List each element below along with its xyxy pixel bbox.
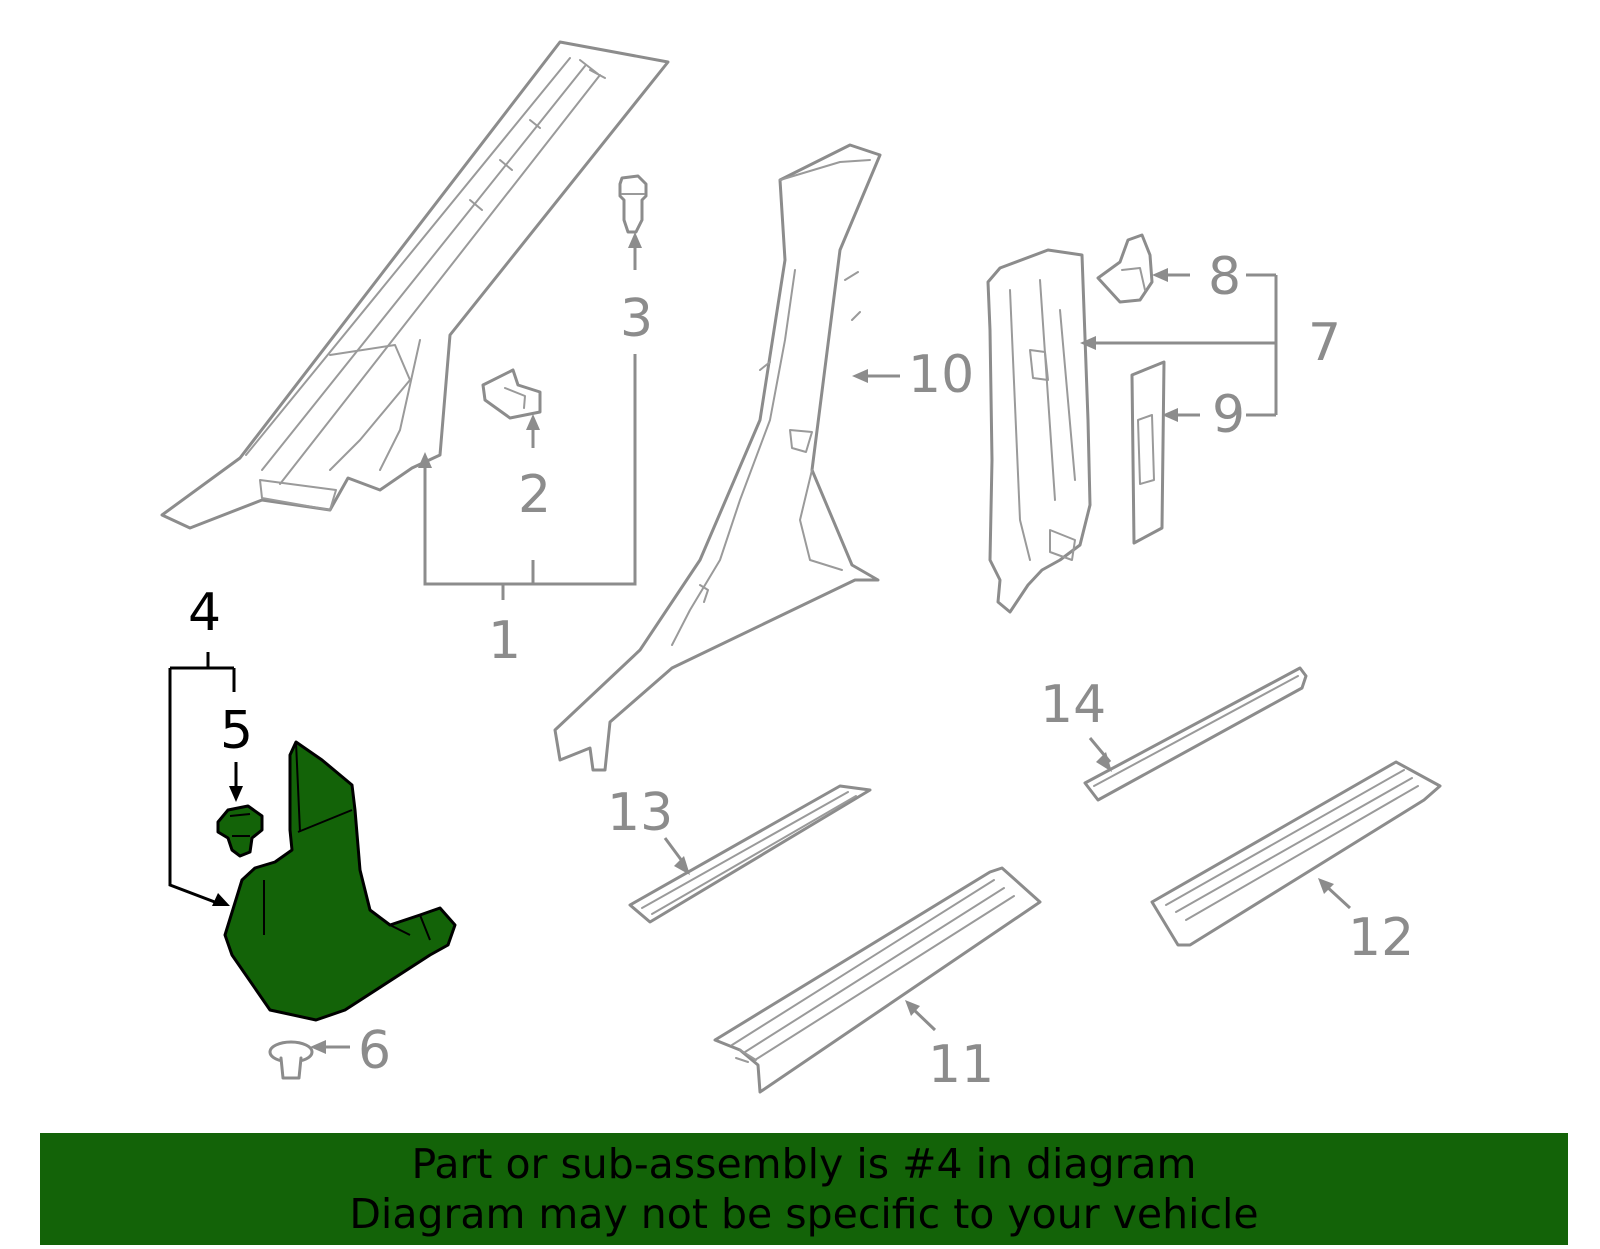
callout-14: 14 — [1040, 675, 1106, 735]
clip-part-5[interactable] — [216, 804, 264, 858]
callout-5: 5 — [220, 701, 253, 761]
callout-9: 9 — [1212, 385, 1245, 445]
leader-lines — [310, 232, 1352, 1054]
callout-1: 1 — [488, 611, 521, 671]
b-pillar-lower-trim-part[interactable] — [553, 143, 882, 772]
clip-part-2[interactable] — [481, 368, 542, 420]
callout-10: 10 — [908, 345, 974, 405]
callout-11: 11 — [928, 1035, 994, 1095]
banner-line-1: Part or sub-assembly is #4 in diagram — [411, 1140, 1197, 1188]
kick-panel-part-4[interactable] — [223, 740, 457, 1022]
push-retainer-part-6[interactable] — [268, 1040, 314, 1080]
callout-7: 7 — [1308, 313, 1341, 373]
b-pillar-upper-trim-part[interactable] — [986, 248, 1092, 614]
part-notice-banner: Part or sub-assembly is #4 in diagram Di… — [40, 1133, 1568, 1245]
callout-8: 8 — [1208, 247, 1241, 307]
clip-part-8[interactable] — [1096, 233, 1154, 304]
banner-line-2: Diagram may not be specific to your vehi… — [349, 1190, 1259, 1238]
push-pin-part-3[interactable] — [618, 174, 648, 234]
scuff-plate-part-12[interactable] — [1150, 760, 1442, 947]
callout-12: 12 — [1348, 908, 1414, 968]
sill-strip-part-14[interactable] — [1083, 666, 1308, 802]
callout-13: 13 — [607, 783, 673, 843]
cover-strip-part-9[interactable] — [1130, 360, 1166, 545]
a-pillar-trim-part[interactable] — [160, 40, 670, 530]
highlight-leader-lines — [168, 652, 243, 906]
callout-2: 2 — [518, 465, 551, 525]
callout-6: 6 — [358, 1021, 391, 1081]
callout-4: 4 — [188, 583, 221, 643]
callout-3: 3 — [620, 289, 653, 349]
scuff-plate-part-11[interactable] — [713, 866, 1042, 1094]
sill-strip-part-13[interactable] — [628, 784, 872, 924]
